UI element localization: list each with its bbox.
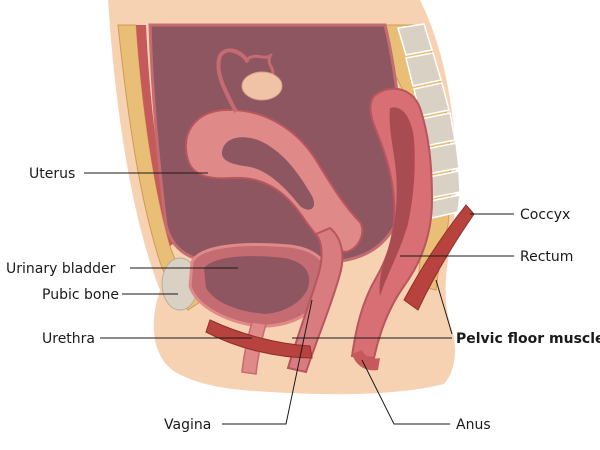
uterus-label: Uterus <box>29 166 75 182</box>
uterus-cavity <box>221 137 315 210</box>
urinary-bladder-label: Urinary bladder <box>6 261 116 277</box>
vertebra-2 <box>405 52 442 87</box>
anus-leader <box>361 359 450 425</box>
pelvic-floor-leader-2 <box>435 279 453 335</box>
sacrum <box>397 23 461 219</box>
rectum-label: Rectum <box>520 249 573 265</box>
rectum-lumen <box>379 107 415 296</box>
pubic-bone-label: Pubic bone <box>42 287 119 303</box>
abdominal-muscle <box>136 25 176 246</box>
vagina-label: Vagina <box>164 417 211 433</box>
coccyx-label: Coccyx <box>520 207 570 223</box>
urethra-label: Urethra <box>42 331 95 347</box>
anus-shape <box>352 350 380 371</box>
vertebra-1 <box>397 23 433 56</box>
bladder-lumen <box>204 256 310 314</box>
pelvic-floor-muscles-label: Pelvic floor muscles <box>456 331 600 347</box>
fallopian-tube <box>216 48 250 113</box>
fimbriae <box>245 52 275 77</box>
anus-label: Anus <box>456 417 491 433</box>
ovary <box>241 71 283 101</box>
vagina-leader <box>222 299 313 425</box>
pelvic-floor-muscle-front <box>205 319 313 359</box>
